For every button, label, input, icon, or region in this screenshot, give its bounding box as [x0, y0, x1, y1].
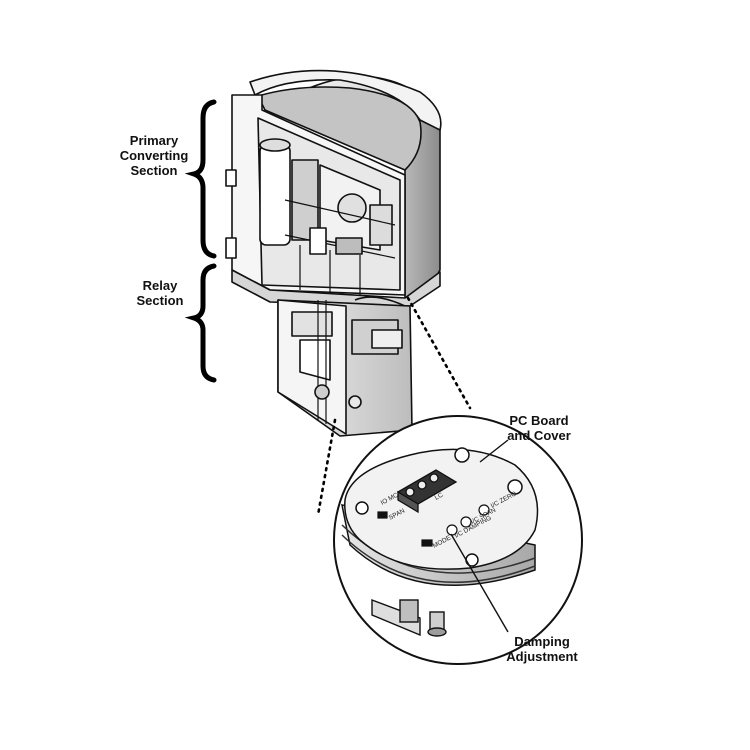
- transducer-housing: [225, 69, 442, 437]
- terminal-right-marking: LC: [434, 492, 445, 502]
- zero-adjust-screw: [478, 504, 490, 516]
- mode-jumper: [421, 539, 433, 547]
- primary-section-bracket: [184, 99, 217, 259]
- callout-leader-lines: [316, 296, 472, 517]
- terminal-block: [396, 469, 458, 514]
- damping-adjustment-label: Damping Adjustment: [506, 634, 578, 664]
- relay-section-bracket: [184, 263, 217, 383]
- span-adjust-screw: [460, 516, 472, 528]
- lower-mechanism: [371, 598, 447, 637]
- detail-magnifier: IO MC LC SPAN MODE I/C ZERO I/C SPAN I/C…: [333, 415, 583, 665]
- primary-converting-section-label: Primary Converting Section: [119, 133, 189, 178]
- pc-board-stack: [341, 447, 539, 586]
- relay-section-label: Relay Section: [136, 278, 184, 308]
- span-jumper: [377, 511, 388, 519]
- label-leaders: [450, 439, 509, 633]
- pc-board-and-cover-label: PC Board and Cover: [507, 413, 571, 443]
